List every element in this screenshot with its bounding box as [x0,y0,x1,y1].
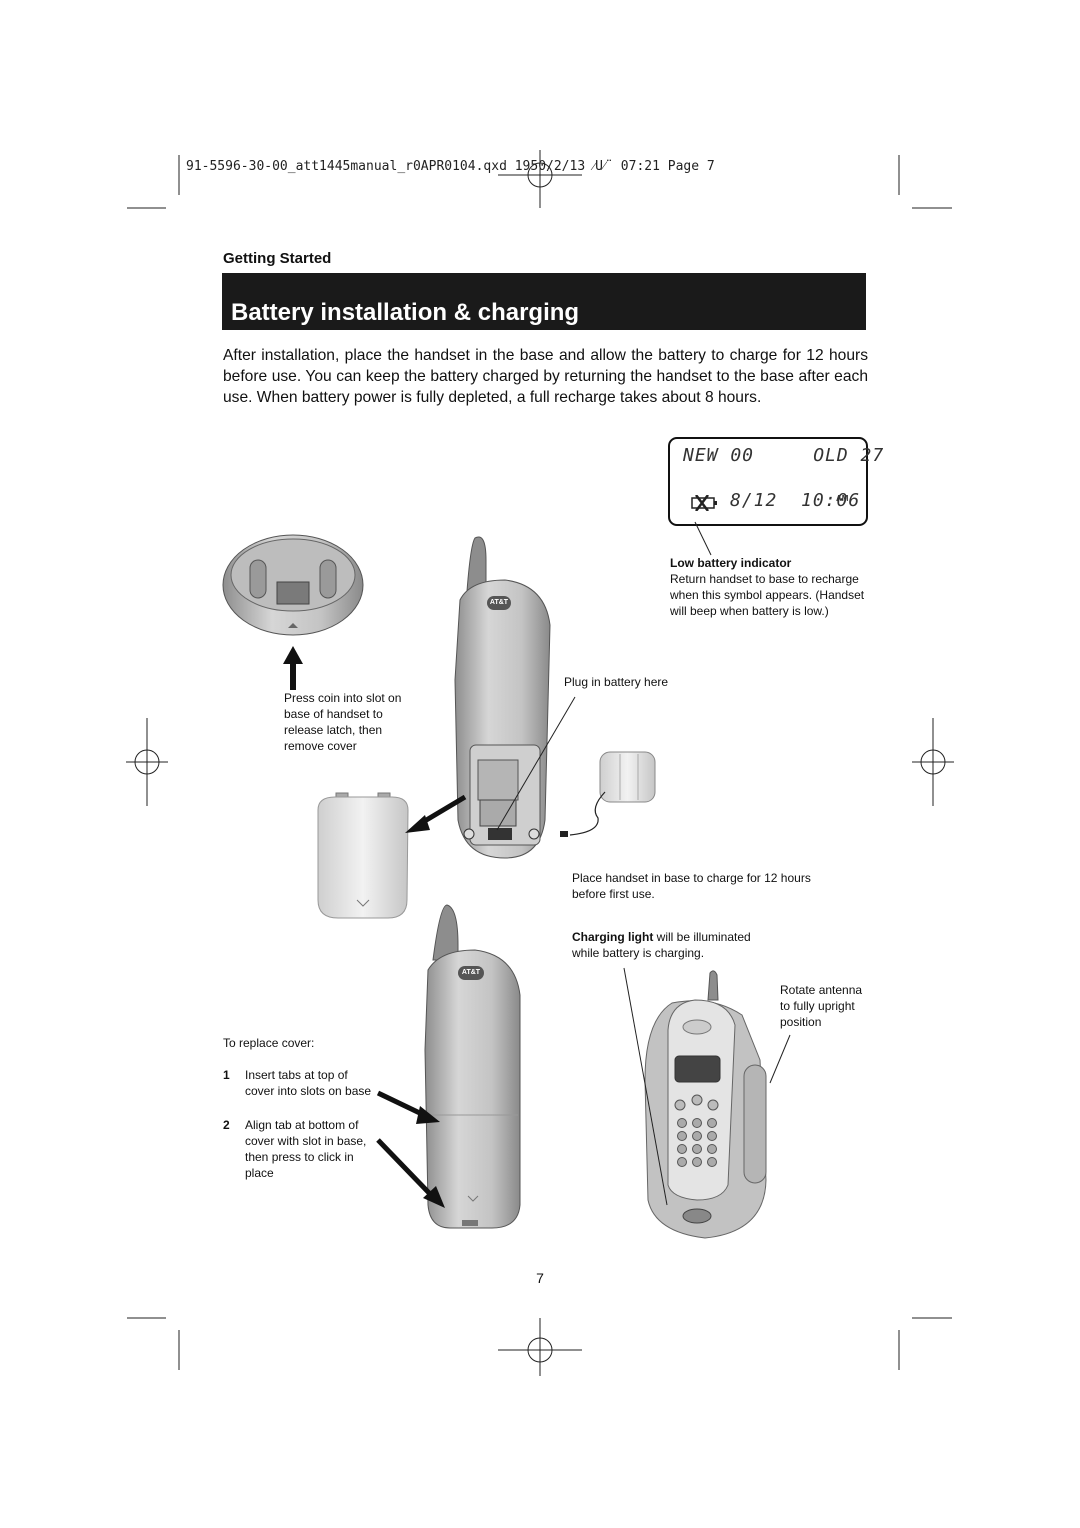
replace-step-2: 2 Align tab at bottom of cover with slot… [223,1117,366,1181]
callout-line: position [780,1015,822,1029]
page-number: 7 [536,1270,544,1286]
intro-paragraph: After installation, place the handset in… [223,347,868,406]
callout-line: will beep when battery is low.) [670,604,829,618]
callout-line: when this symbol appears. (Handset [670,588,865,602]
section-label: Getting Started [223,250,332,267]
handset-back-open [454,536,551,859]
battery-pack [560,751,656,837]
step-line: Insert tabs at top of [245,1068,348,1082]
callout-line: while battery is charging. [572,946,705,960]
rotate-antenna-callout: Rotate antenna to fully upright position [780,982,862,1030]
charging-light-callout: Charging light will be illuminated while… [572,929,751,961]
step-line: then press to click in [245,1150,354,1164]
low-battery-icon [691,495,717,511]
place-handset-callout: Place handset in base to charge for 12 h… [572,870,811,902]
page-title: Battery installation & charging [231,299,580,326]
step-number: 1 [223,1068,230,1082]
step-line: Align tab at bottom of [245,1118,359,1132]
callout-line: Rotate antenna [780,983,863,997]
callout-line: Place handset in base to charge for 12 h… [572,871,811,885]
lcd-pointer-line [694,521,712,556]
handset-in-base [644,970,767,1239]
up-arrow-icon [283,646,303,690]
callout-line: will be illuminated [653,930,751,944]
press-coin-callout: Press coin into slot on base of handset … [284,690,401,754]
step-line: place [245,1166,274,1180]
low-battery-callout: Low battery indicator Return handset to … [670,555,864,619]
lcd-row-messages: NEW 00 OLD 27 [683,445,885,466]
callout-bold: Charging light [572,930,654,944]
lcd-row-datetime: 8/12 10:06 [730,490,861,511]
callout-line: Return handset to base to recharge [670,572,859,586]
plug-battery-callout: Plug in battery here [564,675,669,689]
insert-arrow-icon [376,1090,440,1124]
battery-cover [317,792,409,919]
callout-line: base of handset to [284,707,383,721]
callout-title: Low battery indicator [670,556,792,570]
press-arrow-icon [376,1138,445,1208]
callout-line: to fully upright [780,999,855,1013]
callout-line: before first use. [572,887,655,901]
title-bar: Battery installation & charging [222,273,866,330]
callout-line: release latch, then [284,723,383,737]
lcd-display: NEW 00 OLD 27 8/12 10:06 AM [668,437,883,526]
step-line: cover with slot in base, [245,1134,367,1148]
replace-cover-title: To replace cover: [223,1036,315,1050]
att-logo: AT&T [487,596,511,610]
handset-back-closed [424,904,521,1229]
callout-line: Press coin into slot on [284,691,402,705]
replace-step-1: 1 Insert tabs at top of cover into slots… [223,1067,371,1099]
step-line: cover into slots on base [245,1084,372,1098]
file-header: 91-5596-30-00_att1445manual_r0APR0104.qx… [186,159,715,174]
handset-bottom-view [222,534,364,636]
step-number: 2 [223,1118,230,1132]
callout-line: remove cover [284,739,357,753]
lcd-ampm: AM [836,494,849,503]
arrow-to-cover-icon [405,794,467,833]
att-logo: AT&T [458,966,484,980]
